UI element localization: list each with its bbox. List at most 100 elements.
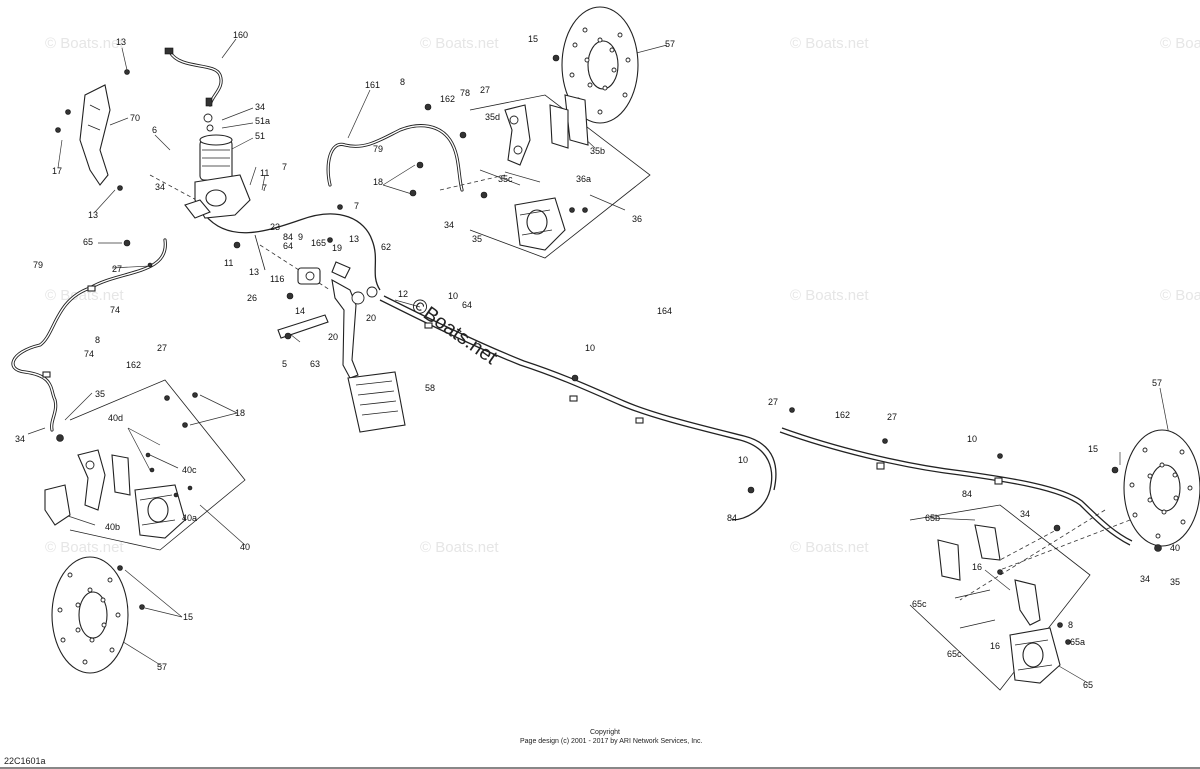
callout-label: 15 (183, 612, 193, 622)
watermark: © Boats.net (1160, 35, 1200, 52)
callout-label: 84 (727, 513, 737, 523)
callout-label: 27 (112, 264, 122, 274)
callout-label: 162 (440, 94, 455, 104)
callout-label: 36 (632, 214, 642, 224)
callout-label: 18 (235, 408, 245, 418)
callout-label: 13 (116, 37, 126, 47)
callout-label: 27 (887, 412, 897, 422)
callout-label: 162 (835, 410, 850, 420)
callout-label: 84 (283, 232, 293, 242)
callout-label: 35 (472, 234, 482, 244)
leader-lines (27, 38, 1171, 684)
callout-label: 9 (298, 232, 303, 242)
callout-label: 34 (255, 102, 265, 112)
rear-caliper-top (504, 94, 589, 251)
callout-label: 26 (247, 293, 257, 303)
callout-label: 19 (332, 243, 342, 253)
callout-label: 10 (738, 455, 748, 465)
callout-label: 35 (95, 389, 105, 399)
center-watermark: ©Boats.net (407, 294, 501, 369)
front-left-brake-disc (51, 556, 129, 674)
watermark: © Boats.net (45, 539, 124, 556)
callout-label: 20 (328, 332, 338, 342)
callout-label: 16 (990, 641, 1000, 651)
callout-label: 11 (260, 168, 269, 178)
callout-label: 65c (947, 649, 962, 659)
callout-label: 7 (262, 183, 267, 193)
callout-label: 40c (182, 465, 197, 475)
callout-label: 51a (255, 116, 270, 126)
callout-label: 35c (498, 174, 513, 184)
callout-label: 27 (157, 343, 167, 353)
callout-label: 27 (768, 397, 778, 407)
callout-label: 35 (1170, 577, 1180, 587)
callout-label: 12 (398, 289, 408, 299)
callout-label: 162 (126, 360, 141, 370)
watermark-layer: © Boats.net © Boats.net © Boats.net © Bo… (45, 35, 1200, 556)
callout-label: 40b (105, 522, 120, 532)
callout-label: 8 (400, 77, 405, 87)
callout-label: 65c (912, 599, 927, 609)
callout-label: 7 (282, 162, 287, 172)
callout-label: 40 (1170, 543, 1180, 553)
callout-label: 79 (33, 260, 43, 270)
callout-label: 18 (373, 177, 383, 187)
callout-label: 17 (52, 166, 62, 176)
callout-label: 34 (155, 182, 165, 192)
page-design-credit: Page design (c) 2001 - 2017 by ARI Netwo… (520, 738, 703, 745)
watermark: © Boats.net (790, 287, 869, 304)
callout-label: 40d (108, 413, 123, 423)
callout-label: 79 (373, 144, 383, 154)
callout-label: 40a (182, 513, 197, 523)
brake-lines (11, 50, 1133, 546)
callout-label: 62 (381, 242, 391, 252)
callout-label: 164 (657, 306, 672, 316)
callout-label: 16 (972, 562, 982, 572)
callout-label: 35d (485, 112, 500, 122)
callout-label: 13 (249, 267, 259, 277)
callout-label: 27 (480, 85, 490, 95)
callout-label: 40 (240, 542, 250, 552)
callout-label: 161 (365, 80, 380, 90)
callout-label: 63 (310, 359, 320, 369)
callout-label: 65a (1070, 637, 1085, 647)
callout-label: 34 (1020, 509, 1030, 519)
watermark: © Boats.net (420, 539, 499, 556)
callout-label: 78 (460, 88, 470, 98)
callout-label: 6 (152, 125, 157, 135)
callout-labels: 13 160 70 17 13 6 34 51a 51 7 11 7 34 23… (15, 30, 1180, 690)
watermark: © Boats.net (790, 35, 869, 52)
callout-label: 34 (1140, 574, 1150, 584)
callout-label: 10 (448, 291, 458, 301)
callout-label: 36a (576, 174, 591, 184)
callout-label: 10 (967, 434, 977, 444)
callout-label: 160 (233, 30, 248, 40)
callout-label: 57 (157, 662, 167, 672)
callout-label: 65 (83, 237, 93, 247)
callout-label: 51 (255, 131, 265, 141)
callout-label: 64 (462, 300, 472, 310)
callout-label: 70 (130, 113, 140, 123)
callout-label: 34 (444, 220, 454, 230)
callout-label: 74 (84, 349, 94, 359)
master-cylinder (164, 47, 251, 219)
diagram-code: 22C1601a (4, 756, 46, 766)
callout-label: 13 (349, 234, 359, 244)
front-right-caliper (937, 524, 1071, 684)
callout-label: 15 (528, 34, 538, 44)
callout-label: 65 (1083, 680, 1093, 690)
callout-label: 5 (282, 359, 287, 369)
callout-label: 7 (354, 201, 359, 211)
rear-top-brake-disc (561, 6, 639, 124)
callout-label: 165 (311, 238, 326, 248)
watermark: © Boats.net (790, 539, 869, 556)
callout-label: 8 (95, 335, 100, 345)
callout-label: 8 (1068, 620, 1073, 630)
callout-label: 23 (270, 222, 280, 232)
callout-label: 14 (295, 306, 305, 316)
callout-label: 15 (1088, 444, 1098, 454)
callout-label: 116 (270, 274, 284, 284)
watermark: © Boats.net (1160, 287, 1200, 304)
bracket-70 (55, 69, 130, 191)
